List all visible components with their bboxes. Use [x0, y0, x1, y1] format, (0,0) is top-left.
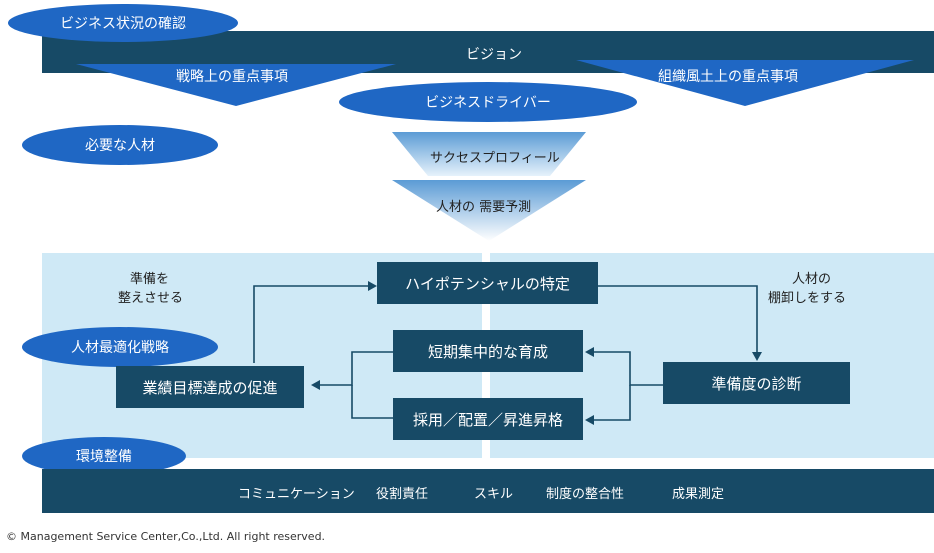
- strategy-triangle: [76, 64, 396, 106]
- demand-forecast-funnel: [392, 180, 586, 241]
- arrowhead-achievement: [311, 380, 320, 390]
- success-profile-funnel: [392, 132, 586, 176]
- readiness-diagnosis-box: 準備度の診断: [663, 362, 850, 404]
- prepare-label-line1: 準備を: [130, 272, 170, 287]
- required-talent-label: 必要な人材: [85, 138, 155, 154]
- prepare-label-line2: 整えさせる: [118, 291, 184, 306]
- arrowhead-readiness: [752, 352, 762, 361]
- arrow-to-readiness: [598, 285, 758, 356]
- hiring-placement-label: 採用／配置／昇進昇格: [412, 410, 563, 429]
- demand-forecast-label: 人材の 需要予測: [436, 200, 532, 215]
- bottom-item-system-alignment: 制度の整合性: [546, 487, 625, 502]
- business-status-label: ビジネス状況の確認: [60, 16, 186, 32]
- arrow-dev-merge: [316, 351, 393, 386]
- bottom-item-roles: 役割責任: [376, 487, 429, 502]
- business-driver-label: ビジネスドライバー: [425, 95, 551, 111]
- high-potential-label: ハイポテンシャルの特定: [405, 274, 570, 293]
- oval-business-driver: ビジネスドライバー: [339, 82, 637, 122]
- hiring-placement-box: 採用／配置／昇進昇格: [393, 398, 583, 440]
- success-profile-label: サクセスプロフィール: [430, 151, 560, 166]
- arrow-hiring-merge: [351, 385, 393, 419]
- bottom-item-communication: コミュニケーション: [238, 487, 355, 502]
- intensive-development-box: 短期集中的な育成: [393, 330, 583, 372]
- culture-triangle: [576, 60, 914, 106]
- arrowhead-development: [585, 347, 594, 357]
- high-potential-box: ハイポテンシャルの特定: [377, 262, 598, 304]
- intensive-development-label: 短期集中的な育成: [427, 342, 548, 361]
- arrowhead-hiring: [585, 415, 594, 425]
- promote-achievement-box: 業績目標達成の促進: [116, 366, 304, 408]
- arrow-to-high-potential: [253, 285, 372, 363]
- oval-business-status: ビジネス状況の確認: [8, 4, 238, 42]
- oval-talent-optimization: 人材最適化戦略: [22, 327, 218, 367]
- oval-required-talent: 必要な人材: [22, 125, 218, 165]
- arrow-readiness-split: [588, 351, 663, 386]
- bottom-item-skills: スキル: [474, 487, 514, 502]
- culture-priority-label: 組織風土上の重点事項: [658, 69, 798, 85]
- oval-environment: 環境整備: [22, 437, 186, 475]
- arrowhead-high-potential: [368, 281, 377, 291]
- environment-label: 環境整備: [76, 449, 132, 465]
- inventory-label-line1: 人材の: [792, 272, 832, 287]
- bottom-bar: [42, 469, 934, 513]
- vision-label: ビジョン: [466, 47, 522, 63]
- readiness-diagnosis-label: 準備度の診断: [711, 374, 802, 393]
- copyright-text: © Management Service Center,Co.,Ltd. All…: [6, 530, 326, 543]
- strategy-priority-label: 戦略上の重点事項: [176, 69, 288, 85]
- talent-optimization-label: 人材最適化戦略: [71, 340, 169, 356]
- inventory-label-line2: 棚卸しをする: [768, 291, 847, 306]
- arrow-readiness-hiring: [588, 385, 631, 421]
- bottom-item-measurement: 成果測定: [672, 487, 725, 502]
- promote-achievement-label: 業績目標達成の促進: [142, 378, 278, 397]
